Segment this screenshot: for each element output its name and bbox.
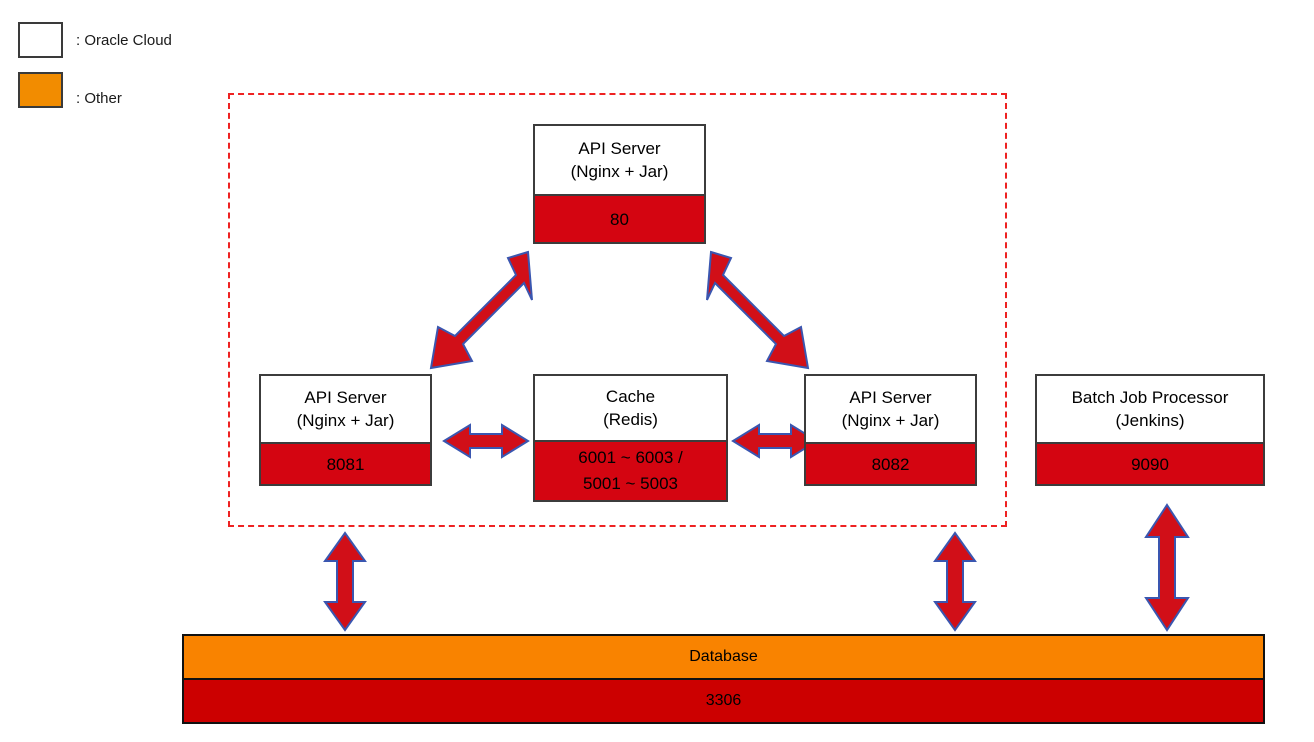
node-title-line2: (Redis) (603, 410, 658, 429)
node-api-server-8081[interactable]: API Server (Nginx + Jar) 8081 (259, 374, 432, 486)
node-title-line2: (Nginx + Jar) (841, 411, 940, 430)
node-port-badge: 8082 (806, 442, 975, 484)
legend-label-oracle-cloud: : Oracle Cloud (76, 32, 172, 49)
legend-swatch-oracle-cloud (18, 22, 63, 58)
node-title-line2: (Nginx + Jar) (570, 162, 669, 181)
node-port-badge: 80 (535, 194, 704, 242)
node-port-badge: 9090 (1037, 442, 1263, 484)
legend-label-other: : Other (76, 90, 122, 107)
node-title-line1: API Server (578, 139, 661, 158)
node-title-line1: API Server (849, 388, 932, 407)
node-title: API Server (Nginx + Jar) (535, 126, 704, 194)
node-title-line1: Cache (605, 387, 656, 406)
node-title: API Server (Nginx + Jar) (806, 376, 975, 442)
node-title: API Server (Nginx + Jar) (261, 376, 430, 442)
oracle-cloud-boundary (228, 93, 1007, 527)
node-title: Database (184, 636, 1263, 678)
node-api-server-80[interactable]: API Server (Nginx + Jar) 80 (533, 124, 706, 244)
node-title-line1: API Server (304, 388, 387, 407)
node-title-line2: (Jenkins) (1115, 411, 1185, 430)
node-database[interactable]: Database 3306 (182, 634, 1265, 724)
node-api-server-8082[interactable]: API Server (Nginx + Jar) 8082 (804, 374, 977, 486)
arrow-api-right-to-database (933, 531, 977, 632)
node-title-line1: Batch Job Processor (1071, 388, 1229, 407)
node-title: Batch Job Processor (Jenkins) (1037, 376, 1263, 442)
node-cache-redis[interactable]: Cache (Redis) 6001 ~ 6003 / 5001 ~ 5003 (533, 374, 728, 502)
node-batch-job-processor[interactable]: Batch Job Processor (Jenkins) 9090 (1035, 374, 1265, 486)
node-port-badge: 6001 ~ 6003 / 5001 ~ 5003 (535, 440, 726, 500)
arrow-batch-to-database (1144, 503, 1190, 632)
legend-swatch-other (18, 72, 63, 108)
node-port-badge: 8081 (261, 442, 430, 484)
node-title: Cache (Redis) (535, 376, 726, 440)
node-title-line2: (Nginx + Jar) (296, 411, 395, 430)
node-port-badge: 3306 (184, 678, 1263, 722)
arrow-api-left-to-database (323, 531, 367, 632)
